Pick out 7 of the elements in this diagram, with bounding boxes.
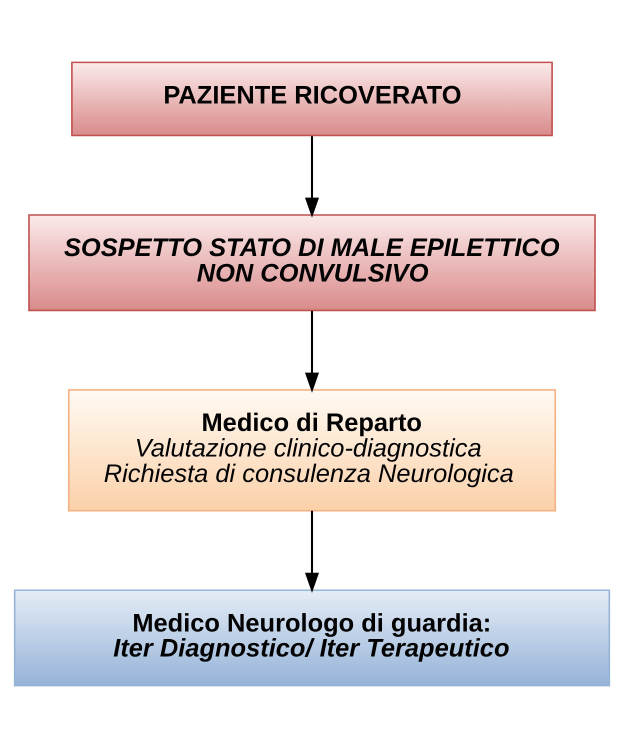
arrow [304, 510, 320, 592]
arrow [304, 310, 320, 392]
node-box: SOSPETTO STATO DI MALE EPILETTICO NON CONVULSIVO [28, 214, 596, 311]
node-box: PAZIENTE RICOVERATO [71, 61, 553, 136]
node-box: Medico Neurologo di guardia: Iter Diagnostico/ Iter Terapeutico [14, 588, 610, 686]
node-box: Medico di Reparto Valutazione clinico-diagnostica Richiesta di consulenza Neurologica [68, 388, 556, 512]
arrow [304, 136, 320, 218]
